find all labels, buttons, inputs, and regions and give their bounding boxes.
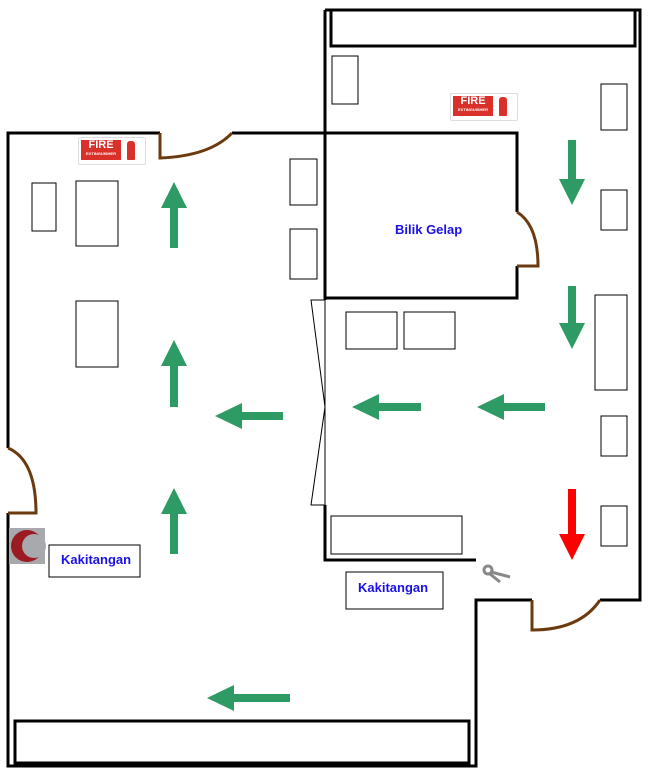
doors (7, 131, 602, 632)
sign-subtext: EXTINGUISHER (85, 151, 116, 156)
keys-icon (482, 564, 511, 584)
dark-room-label: Bilik Gelap (395, 222, 463, 237)
sign-text: FIRE (88, 139, 114, 151)
arrow-left-icon (207, 685, 290, 711)
arrow-up-icon (161, 182, 187, 248)
arrow-up-icon (161, 340, 187, 407)
arrow-down-icon (559, 140, 585, 205)
arrow-down-icon (559, 286, 585, 349)
staff-label-left: Kakitangan (61, 552, 132, 567)
staff-box-left (48, 544, 141, 578)
arrow-left-icon (215, 403, 283, 429)
arrow-left-icon (352, 394, 421, 420)
staff-box-right (345, 571, 444, 610)
walls (6, 8, 642, 768)
arrow-left-icon (477, 394, 545, 420)
assembly-arrow-down-icon (559, 489, 585, 560)
first-aid-icon (9, 528, 46, 564)
exit-arrows (161, 140, 585, 711)
sign-subtext: EXTINGUISHER (457, 107, 488, 112)
fire-extinguisher-icon (127, 141, 135, 160)
staff-label-right: Kakitangan (358, 580, 429, 595)
fire-extinguisher-icon (499, 97, 507, 116)
sign-text: FIRE (460, 95, 486, 107)
furniture (31, 55, 628, 555)
arrow-up-icon (161, 488, 187, 554)
